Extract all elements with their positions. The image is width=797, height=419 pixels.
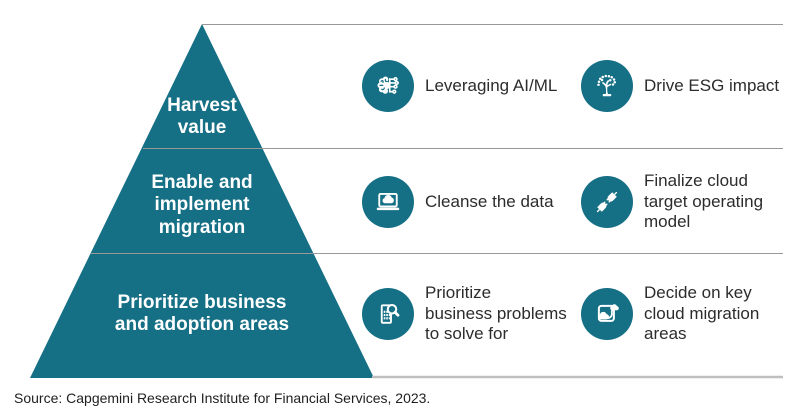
item-drive-esg-impact: Drive ESG impact (581, 60, 779, 112)
item-label: Prioritize business problems to solve fo… (425, 282, 567, 344)
building-search-icon (362, 288, 414, 340)
pyramid-shape (30, 24, 374, 378)
item-cleanse-the-data: Cleanse the data (362, 176, 554, 228)
cloud-migration-icon (581, 288, 633, 340)
item-label: Drive ESG impact (644, 75, 780, 95)
ai-brain-icon (362, 60, 414, 112)
item-label: Leveraging AI/ML (425, 75, 558, 95)
tier-label-enable-implement-migration: Enable and implement migration (151, 172, 253, 238)
laptop-cloud-icon (362, 176, 414, 228)
item-prioritize-business-problems: Prioritize business problems to solve fo… (362, 283, 567, 343)
item-leveraging-ai-ml: Leveraging AI/ML (362, 60, 557, 112)
plug-icon (581, 176, 633, 228)
tree-icon (581, 60, 633, 112)
source-attribution: Source: Capgemini Research Institute for… (14, 390, 431, 406)
item-label: Cleanse the data (425, 191, 554, 211)
tier-label-prioritize-business: Prioritize business and adoption areas (114, 292, 290, 336)
item-decide-cloud-migration-areas: Decide on key cloud migration areas (581, 283, 759, 343)
item-label: Finalize cloud target operating model (644, 170, 764, 232)
tier-label-harvest-value: Harvest value (167, 95, 237, 139)
item-label: Decide on key cloud migration areas (644, 282, 760, 344)
item-finalize-cloud-target-operating-model: Finalize cloud target operating model (581, 171, 763, 231)
